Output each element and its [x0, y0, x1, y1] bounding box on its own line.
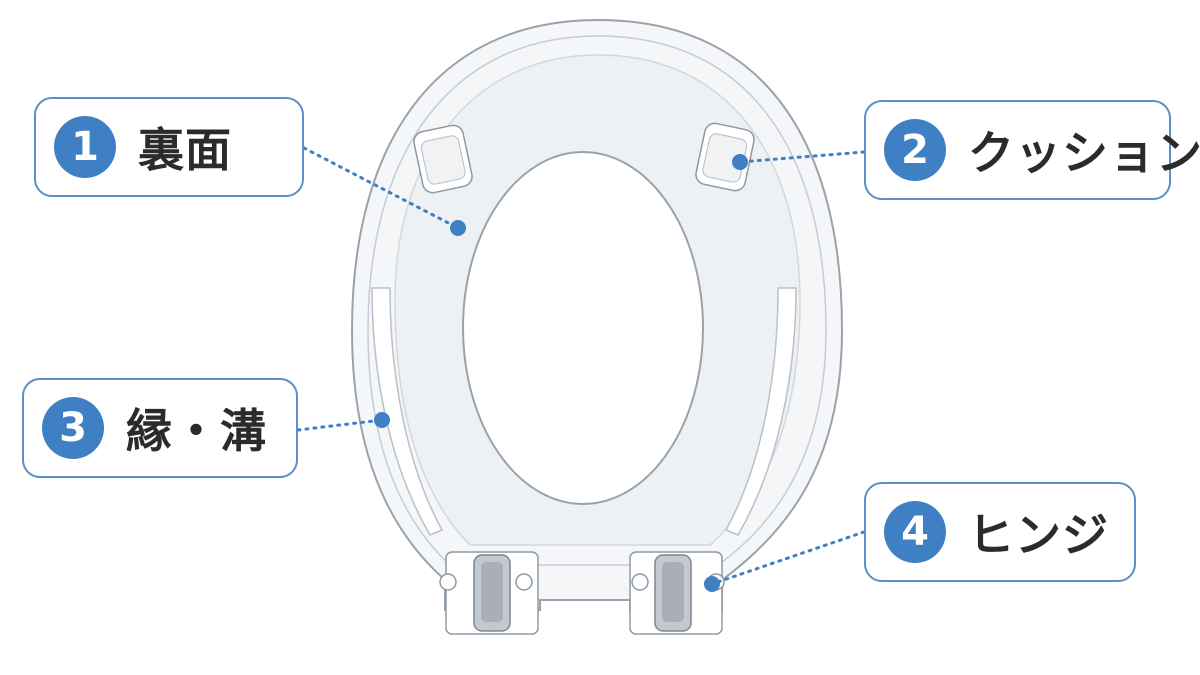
anchor-dot-4: [704, 576, 720, 592]
anchor-dot-3: [374, 412, 390, 428]
leader-line-2: [738, 150, 866, 164]
label-rim-groove: 縁・溝: [126, 404, 267, 458]
left-hinge: [439, 551, 539, 635]
right-hinge: [629, 551, 725, 635]
number-badge-1: 1: [54, 116, 116, 178]
label-hinge: ヒンジ: [968, 508, 1109, 562]
anchor-dot-1: [450, 220, 466, 236]
left-groove: [371, 287, 444, 536]
toilet-seat: [350, 18, 844, 635]
seat-opening: [462, 151, 704, 505]
callout-rim-groove: 3 縁・溝: [22, 378, 298, 478]
callout-hinge: 4 ヒンジ: [864, 482, 1136, 582]
leader-line-3: [296, 418, 384, 432]
number-badge-3: 3: [42, 397, 104, 459]
label-cushion: クッション: [968, 126, 1200, 180]
left-cushion: [413, 124, 473, 194]
leader-line-1: [302, 146, 460, 230]
callout-back-side: 1 裏面: [34, 97, 304, 197]
number-badge-4: 4: [884, 501, 946, 563]
leader-lines: [296, 146, 866, 592]
leader-line-4: [710, 530, 866, 586]
number-badge-2: 2: [884, 119, 946, 181]
callout-cushion: 2 クッション: [864, 100, 1200, 200]
label-back-side: 裏面: [138, 123, 232, 177]
right-groove: [724, 287, 797, 536]
anchor-dot-2: [732, 154, 748, 170]
